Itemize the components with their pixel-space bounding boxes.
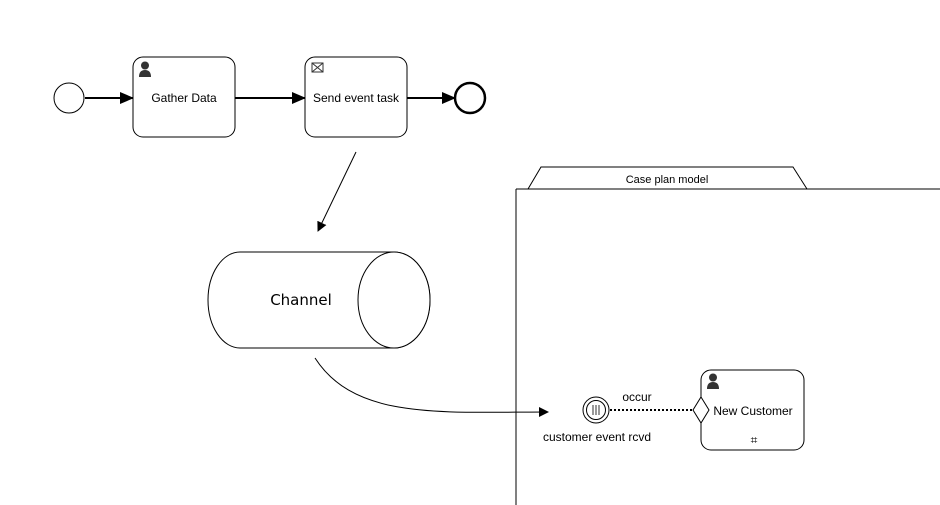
channel-to-listener-connector[interactable] [314,357,549,418]
send-to-channel-connector[interactable] [317,151,357,232]
event-listener-icon [592,405,600,415]
send-event-task-label: Send event task [313,91,400,105]
start-event[interactable] [53,82,85,114]
event-listener-label: customer event rcvd [543,430,651,444]
send-event-task[interactable]: Send event task [304,56,408,138]
new-customer-label: New Customer [713,404,792,418]
gather-data-label: Gather Data [151,91,217,105]
case-plan-model[interactable]: Case plan model [515,166,940,505]
channel-shape[interactable]: Channel [207,251,431,349]
gather-data-task[interactable]: Gather Data [132,56,236,138]
case-plan-model-label: Case plan model [626,174,709,186]
repetition-marker-icon: ⌗ [751,433,758,447]
user-icon [707,373,719,389]
entry-criterion-diamond[interactable] [692,396,710,424]
user-icon [139,61,151,77]
envelope-icon [311,62,324,73]
sentry-connector-label: occur [622,390,651,404]
new-customer-task[interactable]: New Customer ⌗ [700,369,805,451]
event-listener[interactable]: customer event rcvd [543,396,651,444]
channel-label: Channel [270,291,332,309]
end-event[interactable] [453,81,487,115]
